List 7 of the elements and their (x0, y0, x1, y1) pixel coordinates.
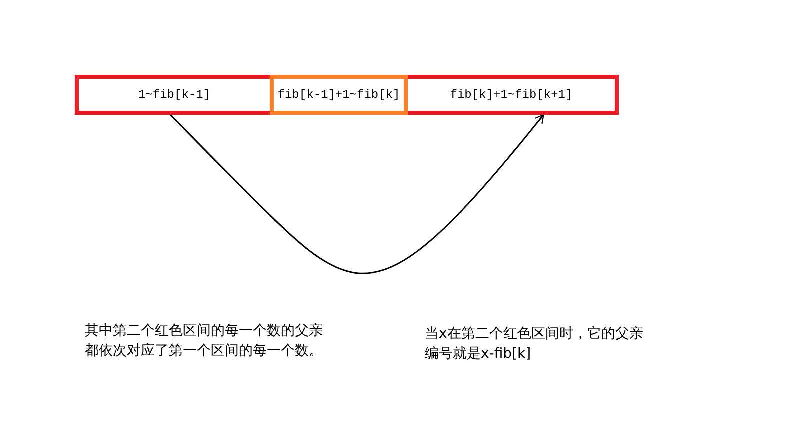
interval-label: 1~fib[k-1] (138, 88, 210, 102)
interval-label: fib[k]+1~fib[k+1] (450, 88, 573, 102)
curved-arrow (170, 114, 544, 274)
note-text: 当x在第二个红色区间时，它的父亲编号就是x-fib[k] (425, 325, 644, 364)
interval-label: fib[k-1]+1~fib[k] (278, 88, 400, 102)
interval-box (270, 75, 408, 115)
note-text: 其中第二个红色区间的每一个数的父亲都依次对应了第一个区间的每一个数。 (85, 322, 324, 361)
